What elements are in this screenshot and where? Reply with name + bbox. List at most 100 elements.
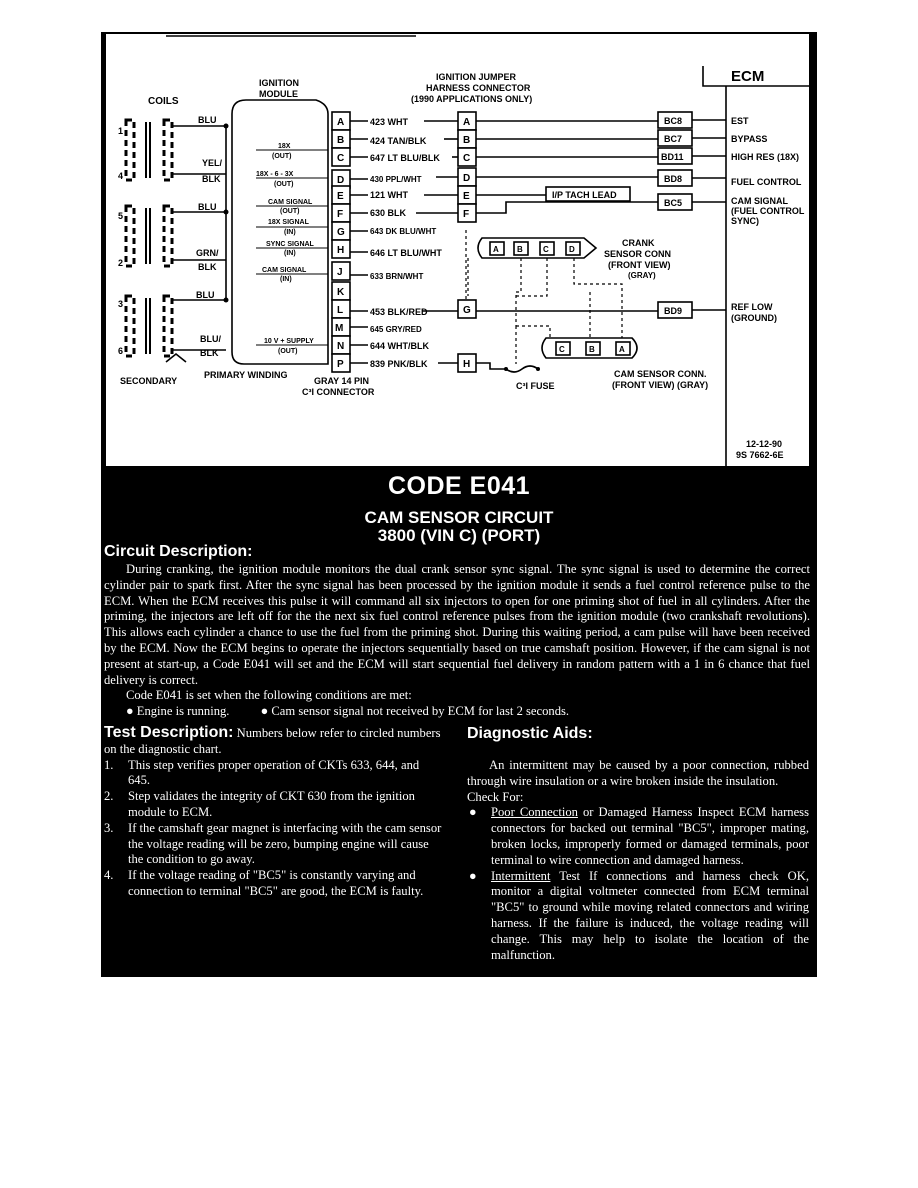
test-description-intro: Numbers below refer to circled numbers o… [104, 726, 441, 756]
pin-label: B [337, 135, 344, 146]
coil-number: 4 [118, 171, 123, 181]
pin-label: J [337, 267, 343, 278]
coils-label: COILS [148, 96, 179, 107]
tach-lead-box [545, 186, 631, 202]
circuit-description-heading: Circuit Description: [104, 543, 253, 560]
condition-item: ● Cam sensor signal not received by ECM … [260, 704, 570, 719]
coil-number: 2 [118, 258, 123, 268]
ignition-module-label-1: IGNITION [259, 78, 299, 88]
module-signal: (OUT) [274, 181, 293, 188]
circuit-description-text: During cranking, the ignition module mon… [104, 562, 810, 687]
connector-label-1: GRAY 14 PIN [314, 376, 369, 386]
module-signal: (OUT) [278, 348, 297, 355]
ecm-function: EST [731, 116, 749, 126]
step-text: Step validates the integrity of CKT 630 … [128, 789, 415, 819]
ecm-function: (GROUND) [731, 313, 777, 323]
condition-text: Engine is running. [136, 704, 230, 719]
ecm-pin: BC7 [664, 134, 682, 144]
set-conditions-line: Code E041 is set when the following cond… [126, 688, 412, 703]
circuit-label: 645 GRY/RED [370, 325, 422, 334]
ecm-pins: BC8 BC7 BD11 BD8 BC5 BD9 [657, 111, 726, 319]
coil-pack-3 [124, 294, 174, 358]
coil-pack-2 [124, 204, 174, 268]
coil-number: 5 [118, 211, 123, 221]
module-internal-lines [256, 149, 328, 346]
coil-numbers: 1 4 5 2 3 6 [118, 126, 123, 356]
ecm-pin: BD11 [661, 152, 684, 162]
tach-lead-label: I/P TACH LEAD [552, 190, 617, 200]
check-for-label: Check For: [467, 789, 524, 804]
ecm-outline-top [702, 66, 809, 87]
check-item-title: Poor Connection [491, 805, 578, 820]
wiring-diagram-svg: COILS IGNITION MODULE IGNITION JUMPER HA… [118, 35, 809, 466]
cam-pin: C [559, 345, 565, 354]
wiring-diagram: COILS IGNITION MODULE IGNITION JUMPER HA… [106, 34, 809, 466]
coil-number: 6 [118, 346, 123, 356]
module-connector-pins: A B C D E F G H J K L M N P [331, 111, 351, 373]
jumper-pin: C [463, 153, 470, 164]
ecm-pin: BD9 [664, 306, 682, 316]
ecm-function: REF LOW [731, 302, 773, 312]
test-description-heading: Test Description: [104, 724, 234, 741]
circuit-label: 430 PPL/WHT [370, 175, 422, 184]
ecm-function: FUEL CONTROL [731, 177, 802, 187]
circuit-label: 424 TAN/BLK [370, 136, 427, 146]
module-signal: CAM SIGNAL [262, 267, 307, 274]
jumper-pin: D [463, 173, 470, 184]
cam-sensor-connector: C B A CAM SENSOR CONN. (FRONT VIEW) (GRA… [541, 337, 708, 390]
pin-label: N [337, 341, 344, 352]
circuit-label: 644 WHT/BLK [370, 341, 430, 351]
pin-label: K [337, 287, 345, 298]
ecm-wires [476, 120, 658, 370]
check-item-text: Test If connections and harness check OK… [491, 868, 809, 962]
pin-label: P [337, 359, 344, 370]
ground-symbol [165, 352, 187, 363]
circuit-labels: 423 WHT 424 TAN/BLK 647 LT BLU/BLK 430 P… [370, 117, 442, 369]
coil-number: 1 [118, 126, 123, 136]
step-number: 4. [104, 868, 114, 883]
circuit-label: 839 PNK/BLK [370, 359, 428, 369]
secondary-label: SECONDARY [120, 376, 177, 386]
circuit-label: 121 WHT [370, 190, 409, 200]
test-step: 3.If the camshaft gear magnet is interfa… [104, 821, 444, 868]
pin-label: F [337, 209, 343, 220]
ecm-label: ECM [731, 68, 764, 85]
wire-color-label: BLU [196, 290, 215, 300]
step-number: 2. [104, 789, 114, 804]
ecm-function: HIGH RES (18X) [731, 152, 799, 162]
connector-label-2: C³I CONNECTOR [302, 387, 375, 397]
pin-label: D [337, 175, 344, 186]
circuit-description: During cranking, the ignition module mon… [104, 562, 810, 720]
circuit-label: 453 BLK/RED [370, 307, 428, 317]
jumper-label-1: IGNITION JUMPER [436, 72, 517, 82]
ecm-function-labels: EST BYPASS HIGH RES (18X) FUEL CONTROL C… [731, 116, 805, 323]
dashed-interconnects [465, 230, 623, 364]
pin-label: E [337, 191, 344, 202]
check-item: ●Poor Connection or Damaged Harness Insp… [469, 805, 809, 867]
circuit-title: CAM SENSOR CIRCUIT [364, 508, 554, 527]
set-conditions: ● Engine is running. ● Cam sensor signal… [104, 704, 810, 720]
cam-label: (FRONT VIEW) (GRAY) [612, 380, 708, 390]
circuit-label: 647 LT BLU/BLK [370, 153, 440, 163]
ignition-module-body [231, 99, 329, 365]
jumper-label-3: (1990 APPLICATIONS ONLY) [411, 94, 532, 104]
crank-label: (FRONT VIEW) [608, 260, 671, 270]
ecm-function: CAM SIGNAL [731, 196, 788, 206]
check-item-text: or Damaged Harness Inspect ECM harness c… [491, 805, 809, 867]
module-signal: 18X SIGNAL [268, 219, 310, 226]
wire-color-label: BLU/ [200, 334, 221, 344]
crank-label: SENSOR CONN [604, 249, 671, 259]
test-step: 2. Step validates the integrity of CKT 63… [104, 789, 444, 821]
ecm-function: (FUEL CONTROL [731, 206, 805, 216]
diagnostic-aids: An intermittent may be caused by a poor … [467, 758, 809, 963]
wire-color-label: GRN/ [196, 248, 219, 258]
diagram-ref: 9S 7662-6E [736, 450, 784, 460]
primary-winding-label: PRIMARY WINDING [204, 370, 288, 380]
code-e041-sheet: COILS IGNITION MODULE IGNITION JUMPER HA… [101, 32, 817, 977]
jumper-connector: A B C D E F G H [457, 111, 477, 373]
wire-color-label: BLU [198, 202, 217, 212]
check-item-title: Intermittent [491, 868, 551, 883]
cam-pin: B [589, 345, 595, 354]
step-text: If the camshaft gear magnet is interfaci… [128, 820, 442, 867]
ecm-function: BYPASS [731, 134, 767, 144]
